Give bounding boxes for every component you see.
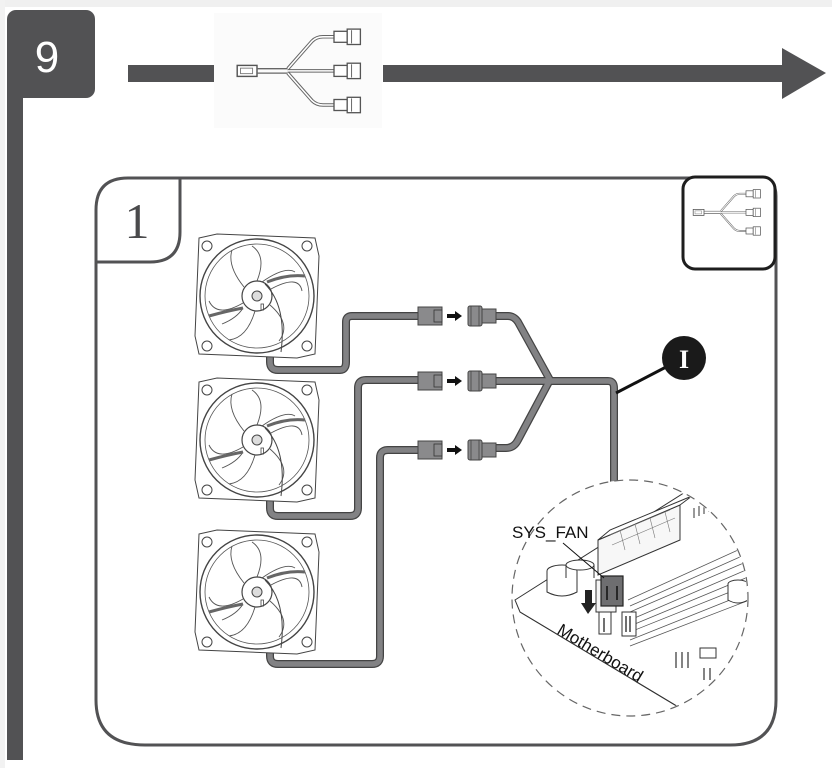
step-number: 9 — [35, 33, 59, 82]
callout-badge: I — [615, 336, 706, 395]
sys-fan-label: SYS_FAN — [512, 523, 589, 542]
motherboard-detail: SYS_FAN Motherboard — [511, 479, 749, 717]
panel-number-tab — [96, 178, 182, 264]
case-fan-icon — [193, 232, 321, 360]
step-badge: 9 — [7, 10, 95, 760]
insert-arrow-icon — [581, 590, 596, 614]
arrow-tail-segment — [128, 65, 214, 82]
case-fan-icon — [193, 528, 321, 656]
arrow-right-icon — [383, 48, 826, 99]
corner-splitter-cable-icon — [681, 175, 777, 271]
left-border — [0, 0, 5, 768]
callout-letter: I — [679, 345, 689, 374]
step-vertical-bar — [7, 60, 23, 760]
case-fan-icon — [193, 376, 321, 504]
fan-cables — [266, 312, 618, 668]
top-border — [0, 0, 832, 7]
panel-number: 1 — [125, 193, 150, 249]
header-splitter-cable-icon — [214, 13, 382, 128]
